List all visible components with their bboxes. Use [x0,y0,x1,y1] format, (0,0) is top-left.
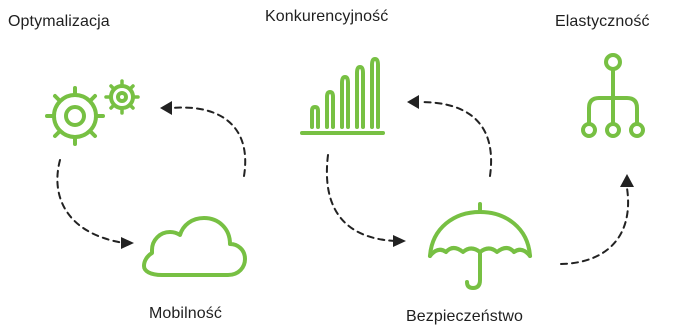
arrow-mobility-to-optimization [171,106,247,177]
label-flexibility: Elastyczność [555,13,650,30]
label-competitiveness: Konkurencyjność [265,8,389,25]
arrowhead-optimization [160,101,172,115]
umbrella-icon [428,202,532,290]
arrowhead-mobility [121,237,134,249]
gears-icon [45,79,140,146]
label-security: Bezpieczeństwo [406,308,524,325]
arrowhead-flexibility [620,174,634,187]
label-mobility: Mobilność [149,305,222,322]
arrow-security-to-flexibility [560,187,630,265]
cloud-icon [142,216,247,277]
arrowheads [121,95,634,249]
arrow-competitiveness-to-security [326,154,396,242]
arrowhead-security [393,235,406,247]
label-optimization: Optymalizacja [8,13,110,30]
arrow-optimization-to-mobility [56,159,125,244]
hierarchy-icon [581,53,645,138]
arrowhead-competitiveness [407,95,419,109]
arrow-security-to-competitiveness [419,101,493,177]
bar-chart-icon [300,57,385,135]
